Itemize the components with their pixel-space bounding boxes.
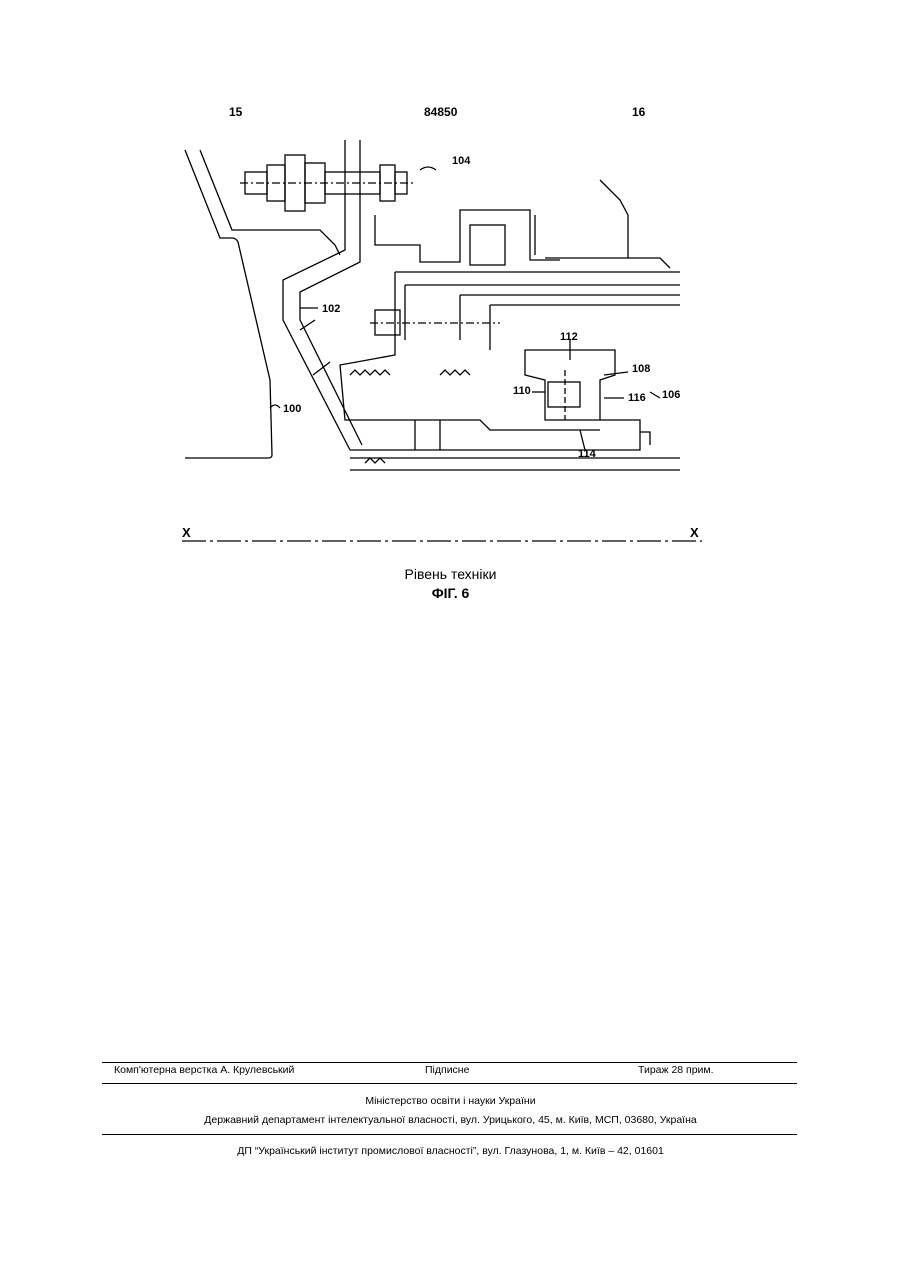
label-104: 104 [452,155,471,167]
housing-outline [185,150,272,458]
page-number-right: 16 [632,105,645,119]
patent-number: 84850 [424,105,457,119]
label-116: 116 [628,392,646,404]
footer-ministry: Міністерство освіти і науки України [0,1095,901,1107]
pivot-110 [525,350,615,420]
footer-signed: Підписне [425,1064,469,1076]
label-100: 100 [283,403,301,415]
label-108: 108 [632,363,650,375]
footer-rule-middle [102,1083,797,1084]
bolt-104 [240,155,415,211]
page-number-left: 15 [229,105,242,119]
gear-body [340,272,680,430]
label-114: 114 [578,448,597,460]
label-106: 106 [662,389,680,401]
technical-drawing: 104 102 112 108 110 116 106 100 114 X X [170,140,710,550]
footer-rule-top [102,1062,797,1063]
label-112: 112 [560,331,578,343]
axis-label-right: X [690,525,699,540]
label-102: 102 [322,303,340,315]
axis-label-left: X [182,525,191,540]
footer-layout-credit: Комп'ютерна верстка А. Крулевський [114,1064,294,1076]
footer-circulation: Тираж 28 прим. [638,1064,714,1076]
ring-114 [350,432,650,450]
figure-caption-prior-art: Рівень техніки [0,566,901,582]
footer-department: Державний департамент інтелектуальної вл… [0,1114,901,1126]
label-110: 110 [513,385,531,397]
footer-rule-bottom [102,1134,797,1135]
figure-caption-number: ФІГ. 6 [0,585,901,601]
footer-institute: ДП “Український інститут промислової вла… [0,1145,901,1157]
